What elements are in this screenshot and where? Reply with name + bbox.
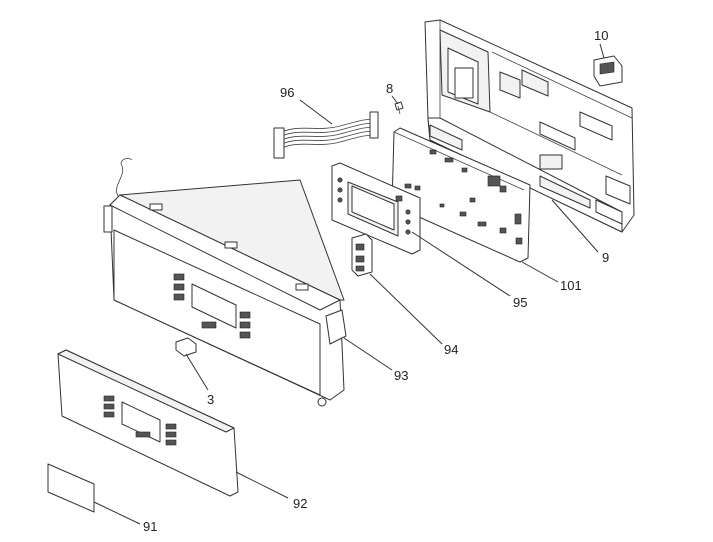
display-board bbox=[331, 162, 421, 255]
console-housing bbox=[103, 158, 347, 407]
leader-95 bbox=[411, 231, 511, 297]
leader-91 bbox=[93, 501, 141, 525]
leader-8 bbox=[391, 95, 399, 105]
callout-93: 93 bbox=[394, 368, 408, 383]
ribbon-cable bbox=[273, 111, 379, 159]
callout-95: 95 bbox=[513, 295, 527, 310]
callout-labels: 10 8 96 9 101 95 94 93 3 92 91 bbox=[143, 28, 609, 534]
callout-94: 94 bbox=[444, 342, 458, 357]
leader-9 bbox=[551, 199, 599, 253]
screw bbox=[394, 101, 404, 115]
leader-92 bbox=[235, 471, 289, 499]
callout-92: 92 bbox=[293, 496, 307, 511]
mounting-clip bbox=[593, 55, 623, 87]
callout-10: 10 bbox=[594, 28, 608, 43]
leader-3 bbox=[185, 353, 209, 391]
callout-8: 8 bbox=[386, 81, 393, 96]
leader-10 bbox=[599, 43, 605, 59]
callout-9: 9 bbox=[602, 250, 609, 265]
callout-101: 101 bbox=[560, 278, 582, 293]
leader-94 bbox=[369, 273, 443, 345]
callout-91: 91 bbox=[143, 519, 157, 534]
leader-101 bbox=[521, 261, 559, 283]
leader-lines bbox=[93, 43, 605, 525]
callout-96: 96 bbox=[280, 85, 294, 100]
leader-96 bbox=[299, 99, 333, 125]
leader-93 bbox=[343, 337, 393, 371]
front-panel bbox=[57, 349, 239, 497]
callout-3: 3 bbox=[207, 392, 214, 407]
overlay-plate bbox=[47, 463, 95, 513]
bracket-piece bbox=[175, 337, 197, 357]
control-housing bbox=[424, 19, 635, 233]
